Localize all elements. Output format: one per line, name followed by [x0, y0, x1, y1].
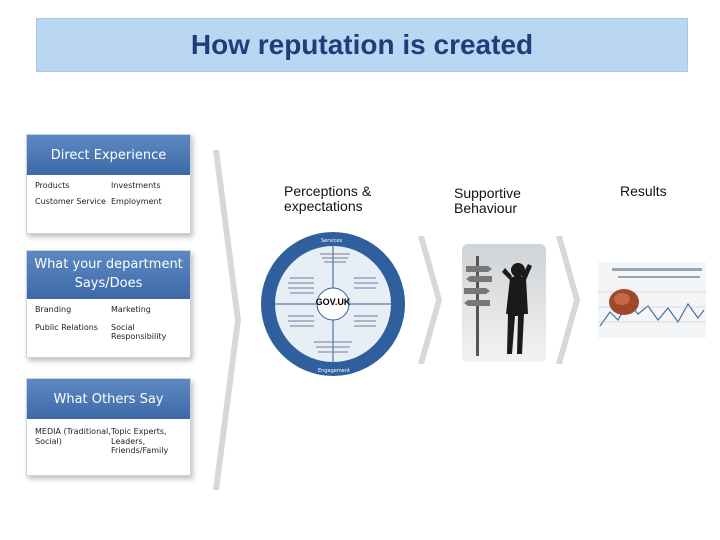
svg-text:Engagement: Engagement: [318, 368, 350, 374]
cell-public-relations: Public Relations: [35, 322, 98, 332]
coin-on-chart-image: [598, 262, 706, 338]
thinking-man-signpost-image: [462, 244, 546, 362]
card-direct-experience-body: Products Investments Customer Service Em…: [27, 175, 190, 212]
card-others-body: MEDIA (Traditional, Social) Topic Expert…: [27, 419, 190, 462]
card-heading-text: What your department Says/Does: [34, 257, 183, 291]
card-department-body: Branding Marketing Public Relations Soci…: [27, 299, 190, 348]
svg-text:Services: Services: [321, 238, 342, 244]
cell-employment: Employment: [111, 196, 162, 206]
page-title: How reputation is created: [190, 29, 534, 60]
card-others-heading: What Others Say: [27, 379, 190, 419]
card-heading-text: What Others Say: [53, 391, 164, 407]
label-results: Results: [620, 183, 667, 199]
title-banner: How reputation is created: [36, 18, 688, 72]
cell-customer-service: Customer Service: [35, 196, 106, 206]
label-supportive-behaviour: Supportive Behaviour: [454, 185, 521, 216]
card-direct-experience: Direct Experience Products Investments C…: [26, 134, 191, 234]
card-department-heading: What your department Says/Does: [27, 251, 190, 299]
chevron-arrow-icon: [418, 236, 442, 364]
cell-marketing: Marketing: [111, 305, 151, 314]
cell-products: Products: [35, 181, 70, 190]
reputation-wheel: Services Engagement: [261, 232, 405, 376]
govuk-logo: GOV.UK: [315, 297, 351, 307]
chevron-arrow-icon: [556, 236, 580, 364]
cell-media: MEDIA (Traditional, Social): [35, 427, 111, 446]
label-perceptions: Perceptions & expectations: [284, 183, 372, 214]
cell-investments: Investments: [111, 181, 161, 190]
chevron-arrow-icon: [213, 150, 241, 490]
cell-topic-experts: Topic Experts, Leaders, Friends/Family: [111, 427, 169, 456]
card-department-says-does: What your department Says/Does Branding …: [26, 250, 191, 358]
cell-social-responsibility: Social Responsibility: [111, 322, 167, 342]
card-direct-experience-heading: Direct Experience: [27, 135, 190, 175]
card-heading-text: Direct Experience: [50, 147, 167, 163]
cell-branding: Branding: [35, 305, 72, 314]
card-what-others-say: What Others Say MEDIA (Traditional, Soci…: [26, 378, 191, 476]
